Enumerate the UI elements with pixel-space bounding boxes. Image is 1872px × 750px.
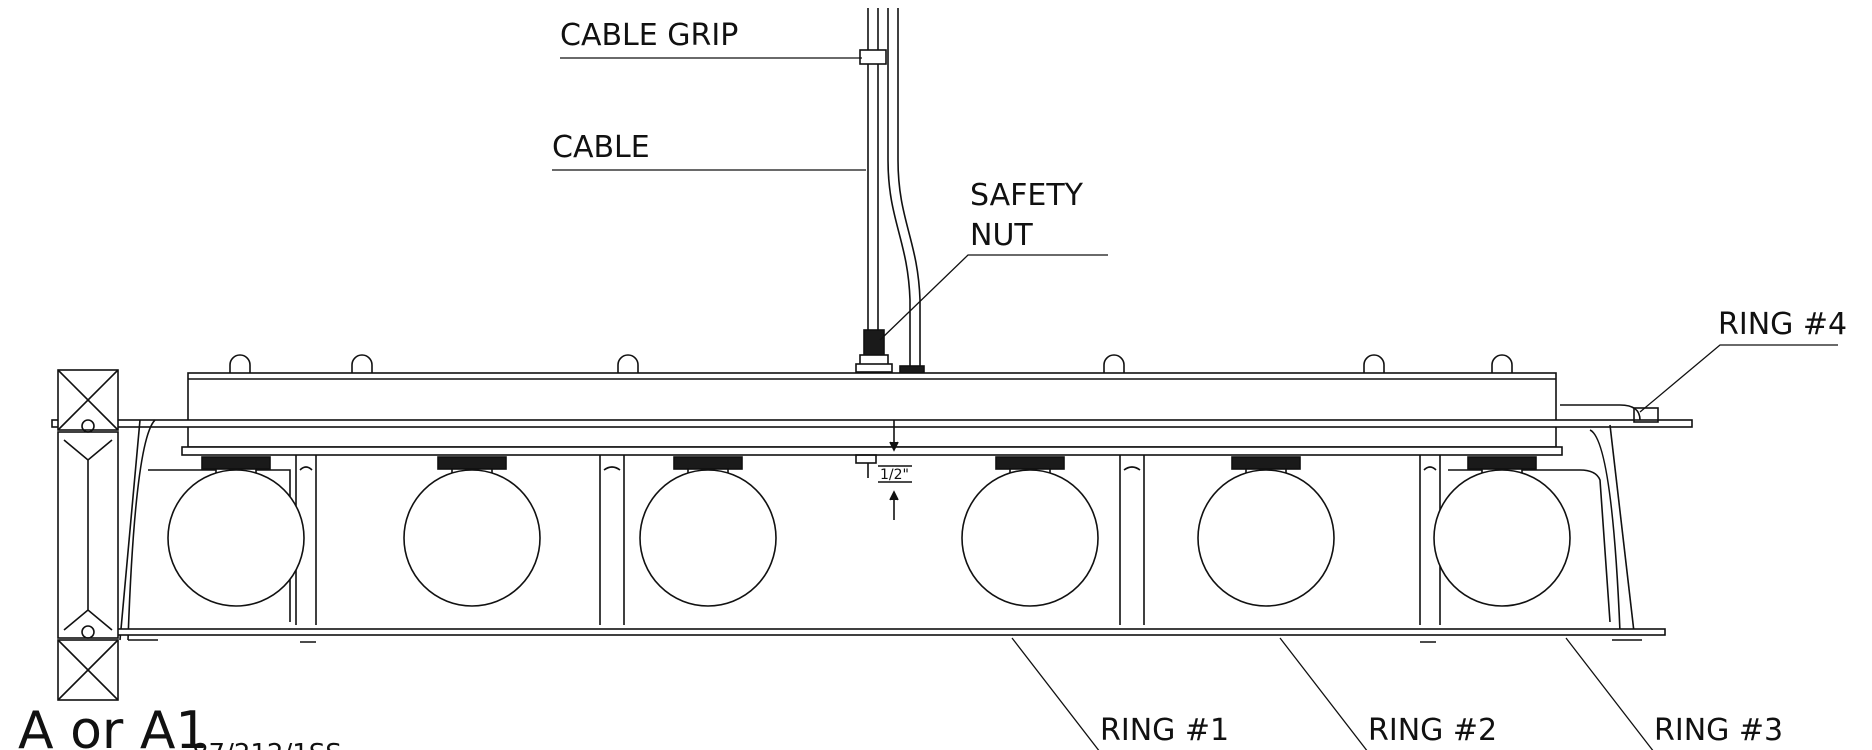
socket <box>995 456 1065 470</box>
dividers <box>295 455 1441 625</box>
bolt-heads <box>229 354 1513 373</box>
label-cable: CABLE <box>552 130 650 165</box>
safety-nut <box>855 329 893 373</box>
socket <box>1231 456 1301 470</box>
cable-clamp <box>899 365 925 374</box>
label-ring-1: RING #1 <box>1100 713 1229 748</box>
label-ring-2: RING #2 <box>1368 713 1497 748</box>
globe <box>167 469 305 607</box>
leader-lines <box>552 57 1838 750</box>
ring-4 <box>51 372 1693 456</box>
socket <box>437 456 507 470</box>
globes <box>167 456 1571 607</box>
globe <box>403 469 541 607</box>
dimension-half-inch <box>855 420 912 520</box>
globe <box>1197 469 1335 607</box>
inner-brackets <box>148 469 1611 623</box>
label-cable-grip: CABLE GRIP <box>560 18 738 53</box>
lower-frame <box>114 419 1666 643</box>
socket <box>1467 456 1537 470</box>
globe <box>961 469 1099 607</box>
label-nut: NUT <box>970 218 1033 253</box>
globe <box>639 469 777 607</box>
wall-bracket <box>57 369 119 701</box>
socket <box>673 456 743 470</box>
label-ring-3: RING #3 <box>1654 713 1783 748</box>
globe <box>1433 469 1571 607</box>
socket <box>201 456 271 470</box>
label-ring-4: RING #4 <box>1718 307 1847 342</box>
label-safety: SAFETY <box>970 178 1084 213</box>
model-title: A or A1 <box>18 701 208 750</box>
label-dimension: 1/2" <box>880 467 909 483</box>
cable-grip <box>859 49 887 65</box>
part-number: 87/212/1SS <box>192 739 342 750</box>
